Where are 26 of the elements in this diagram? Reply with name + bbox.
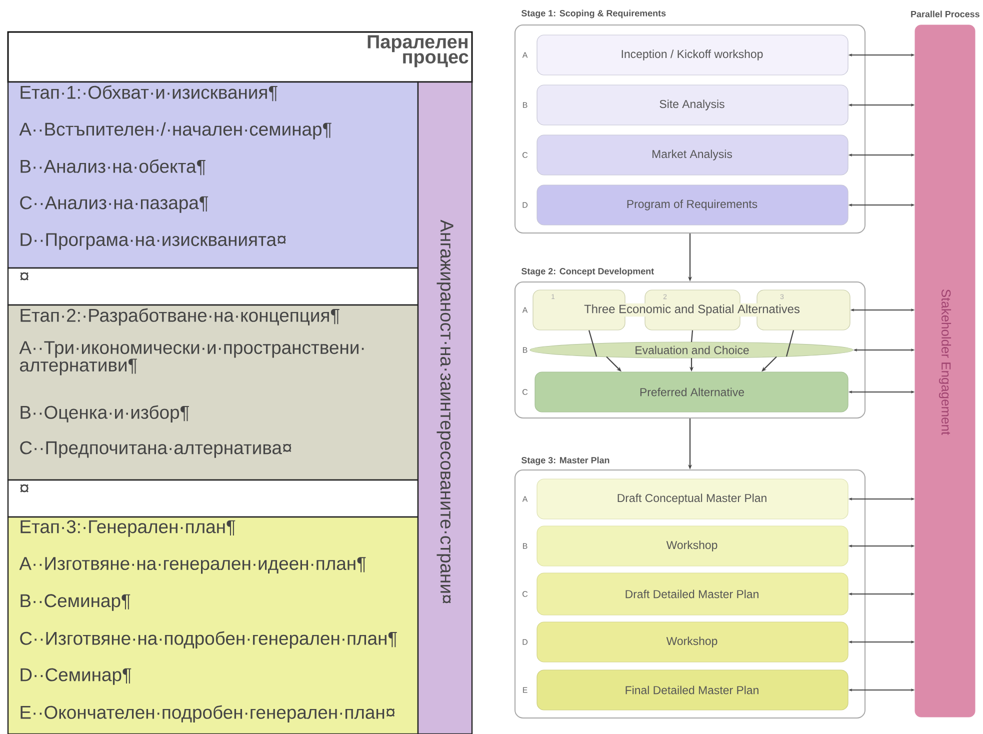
- step-box: Workshop: [536, 622, 848, 662]
- node-label: Stage 2: Concept Development: [521, 268, 654, 276]
- table-cell: Етап·3:·Генерален·план¶ A··Изготвяне·на·генерален·идеен·план¶ B··Семинар¶ C··Изготвяне·на·подробен·генерален·план¶ D··Семинар¶ E··Окончателен·подробен·генерален·план¤: [7, 516, 419, 734]
- table-header-cell: Паралелен процес: [7, 31, 473, 83]
- table-cell: Ангажираност·на·заинтересованите·страни¤: [417, 81, 473, 734]
- step-box: Site Analysis: [536, 84, 848, 126]
- table-cell: ¤: [7, 479, 419, 518]
- step-box: Preferred Alternative: [534, 372, 848, 412]
- step-box: Draft Conceptual Master Plan: [536, 478, 848, 520]
- node-label: Stage 1: Scoping & Requirements: [521, 10, 666, 18]
- table-cell: Етап·1:·Обхват·и·изисквания¶ A··Встъпителен·/·начален·семинар¶ B··Анализ·на·обекта¶ C··Анализ·на·пазара¶ D··Програма·на·изискванията¤: [7, 81, 419, 269]
- step-box: Workshop: [536, 526, 848, 566]
- step-box: Market Analysis: [536, 134, 848, 176]
- table-cell: ¤: [7, 267, 419, 306]
- side-bar: Parallel Process Stakeholder Engagement: [911, 10, 980, 718]
- connector-line: [588, 330, 598, 357]
- step-label: Three Economic and Spatial Alternatives: [583, 303, 801, 317]
- table-cell: Етап·2:·Разработване·на·концепция¶ A··Три·икономически·и·пространствени· алтернативи¶ B··Оценка·и·избор¶ C··Предпочитана·алтернатива¤: [7, 304, 419, 481]
- step-box: Draft Detailed Master Plan: [536, 572, 848, 616]
- connector-line: [690, 330, 694, 342]
- step-box: Final Detailed Master Plan: [536, 670, 848, 710]
- step-box: Program of Requirements: [536, 184, 848, 226]
- connector-line: [786, 330, 794, 357]
- step-box: Inception / Kickoff workshop: [536, 34, 848, 76]
- node-label: Stage 3: Master Plan: [521, 456, 610, 466]
- node-label: Parallel Process: [911, 10, 980, 18]
